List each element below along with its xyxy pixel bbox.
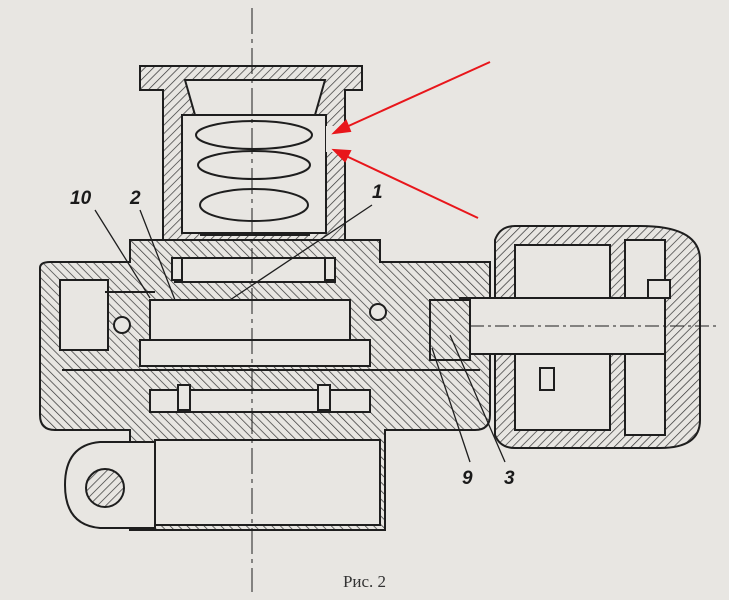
callout-3: 3 xyxy=(504,468,515,489)
callout-2: 2 xyxy=(130,188,141,209)
leader-lines xyxy=(94,204,506,463)
mounting-bracket xyxy=(63,441,156,529)
callout-1: 1 xyxy=(372,182,383,203)
figure-caption: Рис. 2 xyxy=(342,572,387,591)
focusing-knob xyxy=(429,225,720,449)
red-arrows xyxy=(331,61,491,219)
callout-9: 9 xyxy=(462,468,473,489)
eyepiece-housing xyxy=(139,65,363,241)
callout-10: 10 xyxy=(70,188,92,209)
